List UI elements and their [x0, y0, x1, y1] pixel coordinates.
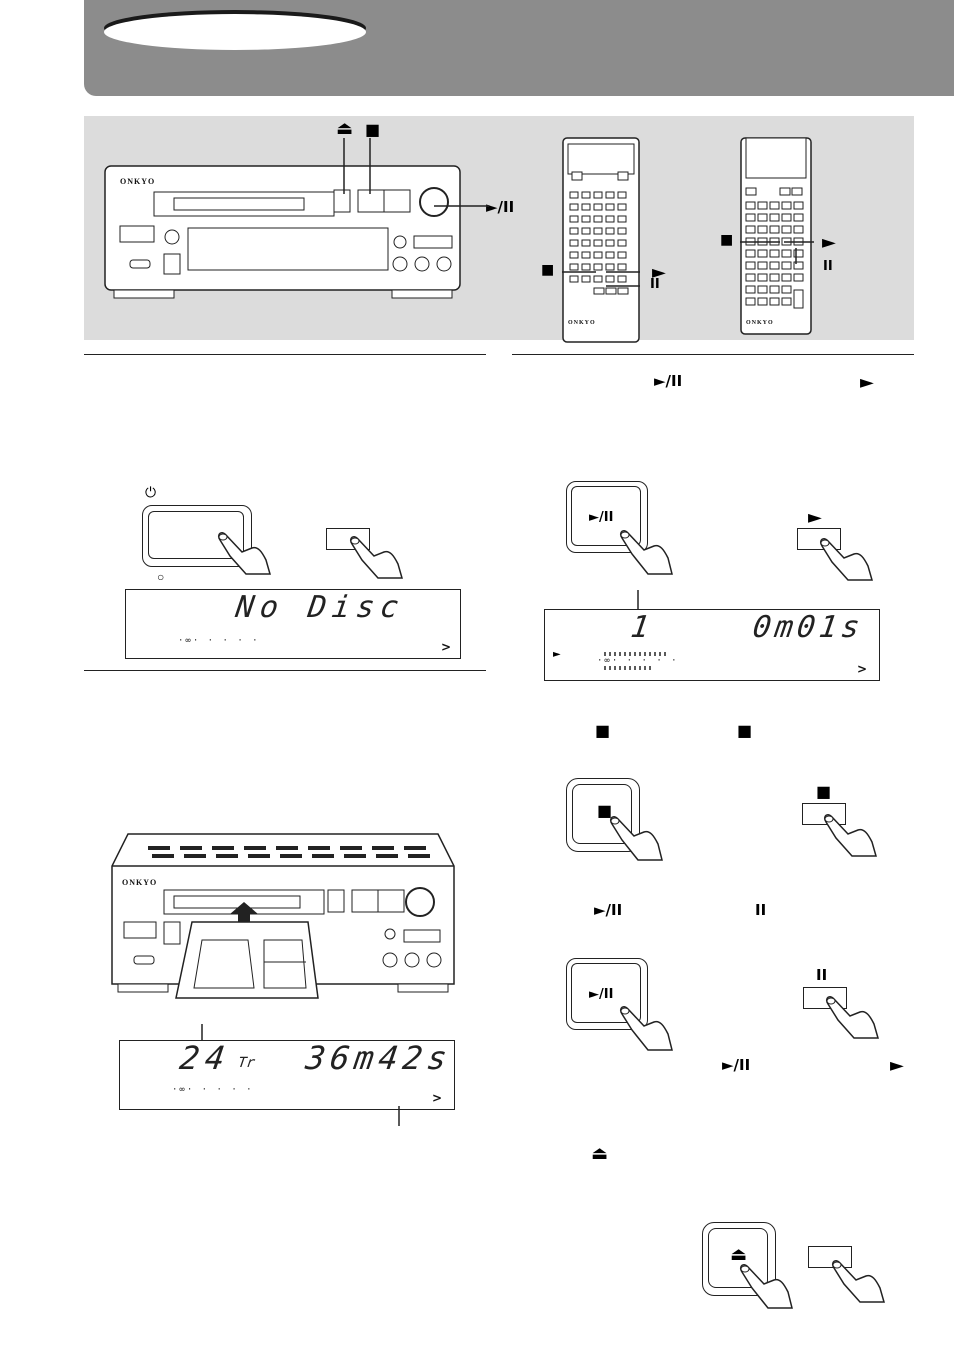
pause-symbol: II: [755, 901, 767, 919]
pressing-hand-icon: [217, 532, 271, 575]
play-pause-symbol: ►/II: [654, 372, 683, 390]
disc-insertion-illustration: [111, 833, 455, 999]
pressing-hand-icon: [619, 1006, 673, 1051]
play-pause-button-symbol: ►/II: [589, 987, 614, 1002]
stop-symbol: ■: [595, 721, 611, 740]
eject-symbol: ⏏: [591, 1143, 609, 1164]
remote-control-1-illustration: [562, 137, 640, 343]
section-title-oval: [104, 14, 366, 50]
display-level-meter: [604, 652, 666, 670]
pressing-hand-icon: [831, 1260, 885, 1303]
pressing-hand-icon: [739, 1264, 793, 1309]
stop-symbol: ■: [365, 120, 381, 139]
pressing-hand-icon: [349, 536, 403, 579]
play-symbol: ►: [860, 372, 874, 393]
display-total-tracks: 24: [177, 1039, 234, 1077]
display-message: No Disc: [233, 590, 407, 625]
pressing-hand-icon: [819, 538, 873, 581]
stop-button-symbol: ■: [597, 801, 613, 820]
remote-1-stop-symbol: ■: [541, 262, 555, 278]
display-indicators: ·∞· · · · ·: [597, 656, 679, 666]
deck-brand-label: ONKYO: [120, 177, 156, 186]
pressing-hand-icon: [619, 530, 673, 575]
remote-2-play-symbol: ►: [822, 232, 836, 253]
display-playing: 1 0m01s ► ·∞· · · · · >: [544, 609, 880, 681]
display-total-time: 36m42s: [303, 1039, 455, 1077]
play-symbol: ►: [890, 1055, 904, 1076]
remote-2-stop-symbol: ■: [720, 232, 734, 248]
callout-line: [637, 590, 639, 610]
display-disc-info: 24 Tr 36m42s ·∞· · · · · >: [119, 1039, 455, 1110]
play-pause-symbol: ►/II: [594, 901, 623, 919]
display-track-number: 1: [628, 610, 652, 645]
remote-control-2-illustration: [740, 137, 814, 335]
section-divider-left-mid: [84, 670, 486, 671]
callout-lines: [343, 138, 489, 207]
deck-brand-label: ONKYO: [122, 878, 158, 887]
section-divider-left-top: [84, 354, 486, 355]
play-pause-symbol: ►/II: [722, 1056, 751, 1074]
pressing-hand-icon: [825, 996, 879, 1039]
remote-2-pause-symbol: II: [823, 259, 833, 274]
eject-symbol: ⏏: [336, 118, 354, 139]
eject-button-symbol: ⏏: [730, 1244, 748, 1265]
section-divider-right-top: [512, 354, 914, 355]
display-elapsed-time: 0m01s: [750, 610, 866, 645]
md-deck-front-illustration: [104, 165, 461, 299]
remote-1-play-symbol: ►: [652, 262, 666, 283]
stop-button-illustration: ■: [566, 778, 640, 852]
display-tracks-label: Tr: [236, 1055, 256, 1071]
controls-illustration: ONKYO ⏏ ■ ►/II ONKYO ■ ► II: [84, 116, 914, 343]
remote-1-pause-symbol: II: [650, 277, 660, 292]
callout-line: [398, 1106, 400, 1126]
pressing-hand-icon: [609, 816, 663, 861]
remote-eject-button-illustration: [808, 1246, 852, 1268]
display-indicators: ·∞· · · · ·: [172, 1085, 254, 1095]
remote-pause-symbol: II: [816, 966, 828, 984]
display-play-indicator: ►: [553, 649, 561, 660]
play-pause-symbol: ►/II: [486, 198, 515, 216]
display-arrow: >: [432, 1091, 443, 1105]
display-indicators: ·∞· · · · ·: [178, 636, 260, 646]
remote-stop-symbol: ■: [737, 721, 753, 740]
play-pause-button-symbol: ►/II: [589, 510, 614, 525]
remote-stop-button-symbol: ■: [816, 782, 832, 801]
display-arrow: >: [857, 662, 868, 676]
display-no-disc: No Disc ·∞· · · · · >: [125, 589, 461, 659]
remote-play-symbol: ►: [808, 507, 822, 528]
standby-indicator: ○: [157, 570, 165, 584]
remote-1-brand-label: ONKYO: [568, 320, 596, 326]
remote-2-brand-label: ONKYO: [746, 320, 774, 326]
display-arrow: >: [441, 640, 452, 654]
pressing-hand-icon: [823, 814, 877, 857]
power-icon: ⏻: [145, 485, 157, 501]
